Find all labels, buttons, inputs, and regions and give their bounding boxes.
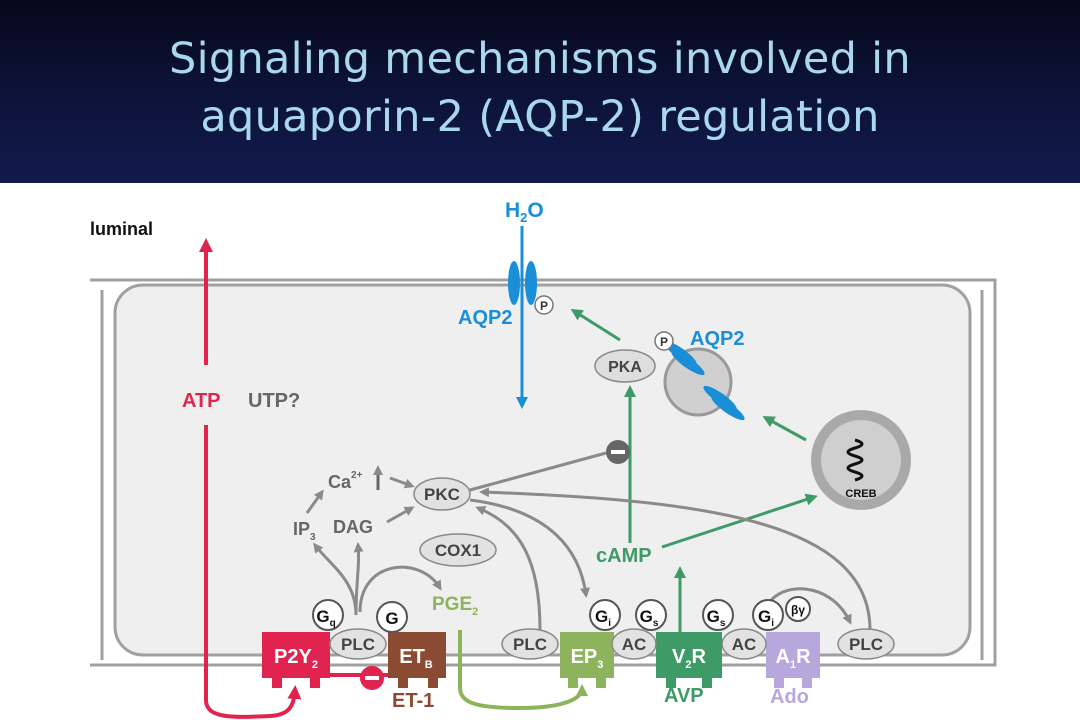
cell-membrane-outer (90, 278, 997, 667)
a1r-receptor: A1R (766, 632, 820, 688)
arrow-camp-to-creb (661, 493, 818, 549)
utp-label: UTP? (248, 390, 300, 412)
arrow-plc-to-pge2 (358, 565, 442, 613)
svg-text:βγ: βγ (791, 603, 805, 617)
atp-to-p2y2-arrow (204, 425, 302, 719)
title-bar: Signaling mechanisms involved in aquapor… (0, 0, 1080, 183)
et1-label: ET-1 (392, 690, 434, 712)
phospho-badge-membrane: P (534, 295, 554, 315)
v2r-receptor: V2R (656, 632, 722, 688)
title-line-2: aquaporin-2 (AQP-2) regulation (200, 92, 880, 142)
ca-label: Ca2+ (328, 470, 363, 492)
pkc-inhibits-camp-line (469, 451, 607, 492)
inhibitor-minus-etb (365, 676, 379, 680)
p2y2-receptor: P2Y2 (262, 632, 330, 688)
luminal-label: luminal (90, 219, 153, 239)
gq-protein: Gq (312, 599, 344, 631)
svg-text:Gi: Gi (595, 607, 611, 629)
svg-text:Gi: Gi (758, 607, 774, 629)
inhibitor-minus-pkc (611, 450, 625, 454)
arrow-dag-to-pkc (386, 506, 415, 524)
ac-v2r: AC (721, 628, 767, 660)
svg-text:G: G (385, 609, 398, 628)
svg-text:Gs: Gs (640, 607, 659, 629)
pkc-label: PKC (424, 485, 460, 504)
arrow-pka-to-aqp2 (570, 308, 621, 342)
svg-text:P: P (660, 335, 668, 349)
arrow-creb-to-vesicle (762, 416, 807, 442)
dag-label: DAG (333, 517, 373, 537)
gs-protein-v2r: Gs (702, 599, 734, 631)
cox1-label: COX1 (435, 541, 481, 560)
arrow-plc-mid-to-pkc (475, 505, 542, 631)
svg-text:PLC: PLC (513, 635, 547, 654)
gs-protein-ep3: Gs (635, 599, 667, 631)
pka-label: PKA (608, 359, 642, 376)
ep3-receptor: EP3 (560, 632, 614, 688)
ado-label: Ado (770, 686, 809, 708)
g-protein-etb: G (376, 601, 408, 633)
gi-protein-ep3: Gi (589, 599, 621, 631)
plc-mid: PLC (501, 628, 559, 660)
atp-label: ATP (182, 390, 221, 412)
h2o-label: H2O (505, 199, 544, 225)
pkc-node (413, 477, 471, 511)
svg-text:ETB: ETB (399, 646, 433, 671)
plc-right: PLC (837, 628, 895, 660)
svg-text:AC: AC (732, 635, 757, 654)
svg-text:PLC: PLC (849, 635, 883, 654)
svg-text:A1R: A1R (775, 646, 811, 671)
etb-receptor: ETB (388, 632, 446, 688)
cox1-node (419, 533, 497, 567)
svg-text:Gq: Gq (316, 607, 335, 629)
camp-label: cAMP (596, 545, 652, 567)
pka-node (594, 349, 656, 383)
svg-text:P2Y2: P2Y2 (274, 646, 318, 671)
arrow-ip3-to-ca (305, 489, 324, 514)
pge2-label: PGE2 (432, 594, 478, 618)
gi-protein-a1r: Gi (752, 599, 784, 631)
avp-label: AVP (664, 685, 704, 707)
arrow-pkc-to-gi (469, 498, 591, 598)
plc-left: PLC (329, 628, 387, 660)
aqp2-channel-membrane (508, 261, 537, 305)
svg-text:Gs: Gs (707, 607, 726, 629)
svg-text:PLC: PLC (341, 635, 375, 654)
arrow-plc-right-to-pkc (479, 487, 872, 631)
slide-title: Signaling mechanisms involved in aquapor… (0, 30, 1080, 146)
arrow-ca-to-pkc (389, 476, 415, 489)
creb-dna-icon (846, 438, 864, 482)
creb-label: CREB (845, 488, 876, 500)
title-line-1: Signaling mechanisms involved in (169, 34, 911, 84)
pge2-to-ep3-arrow (458, 630, 588, 711)
arrow-betagamma-to-plc (766, 587, 852, 625)
ip3-label: IP3 (293, 519, 316, 543)
phospho-badge-vesicle: P (654, 331, 674, 351)
svg-text:P: P (540, 299, 548, 313)
aqp2-membrane-label: AQP2 (458, 307, 512, 329)
arrow-plc-to-dag (353, 542, 364, 616)
svg-text:EP3: EP3 (571, 646, 604, 671)
svg-text:AC: AC (622, 635, 647, 654)
signaling-diagram: luminal H2O P AQP2 AQP2 PKA P CREB cAMP (90, 199, 997, 719)
svg-text:V2R: V2R (672, 646, 706, 671)
ac-ep3: AC (611, 628, 657, 660)
beta-gamma-protein: βγ (785, 596, 811, 622)
aqp2-vesicle-label: AQP2 (690, 328, 744, 350)
